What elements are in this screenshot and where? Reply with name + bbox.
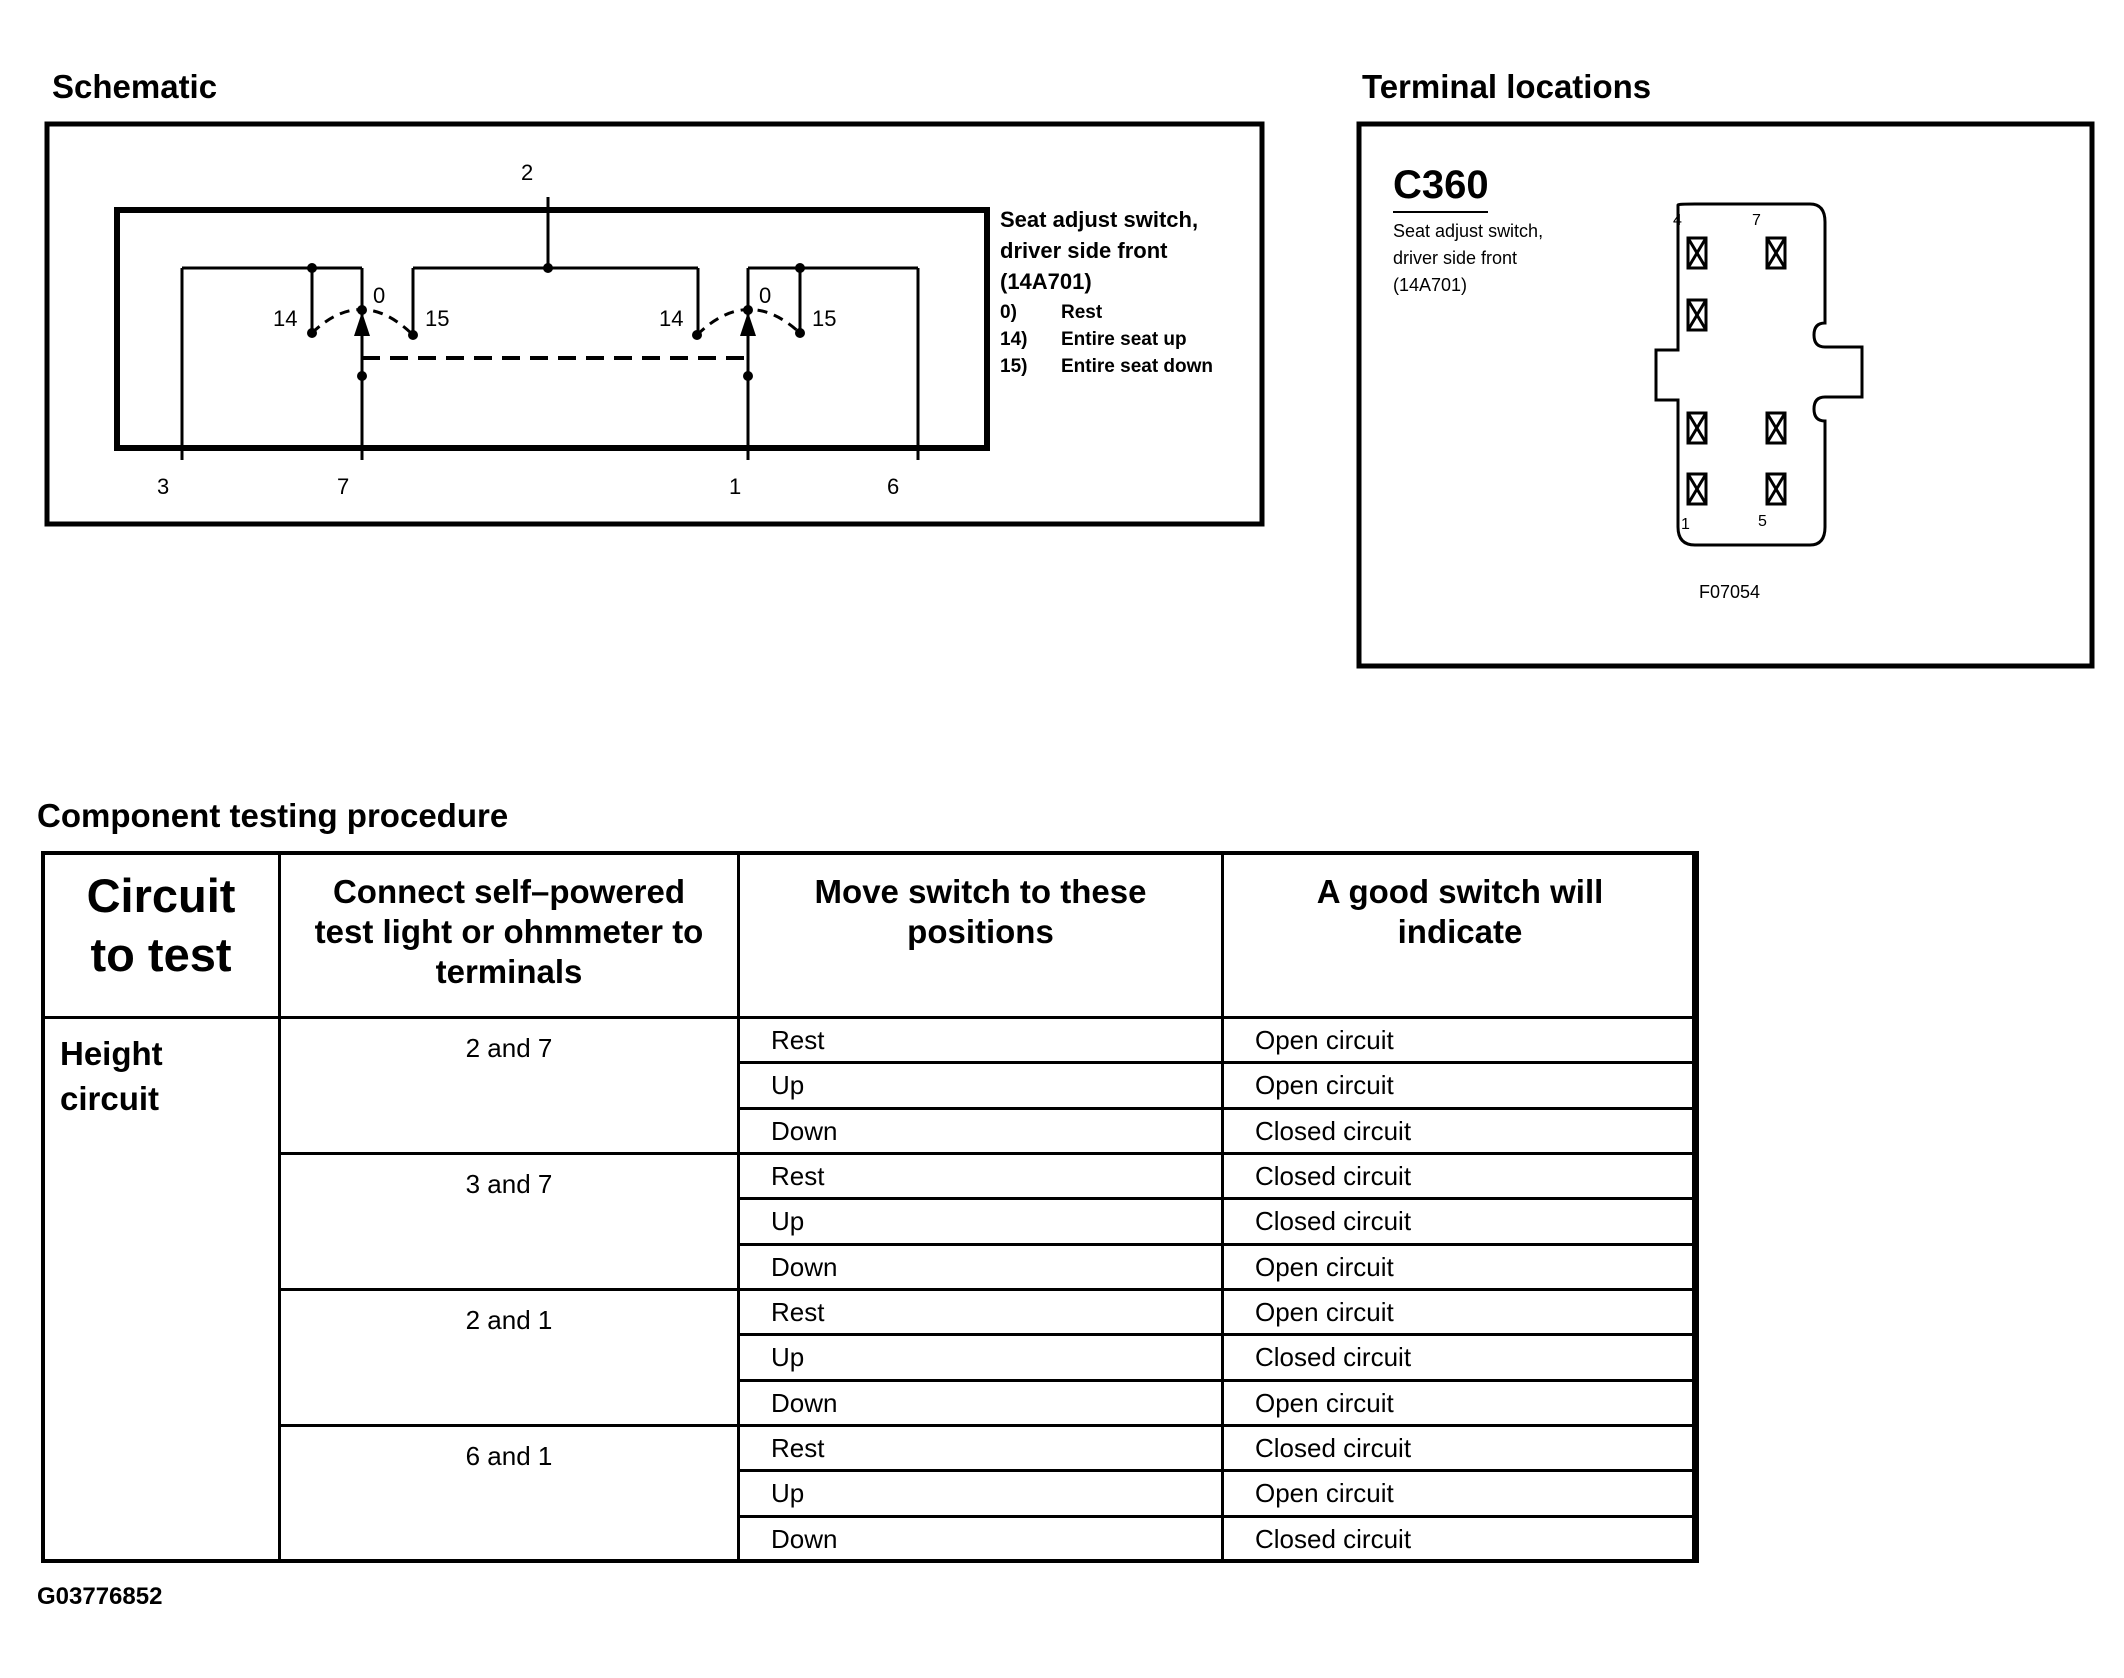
pin-label-4: 4 [1673,212,1682,229]
result-cell: Closed circuit [1221,1197,1699,1246]
table-row: Down Closed circuit [43,1106,1699,1155]
schematic-legend: Seat adjust switch, driver side front (1… [1000,207,1213,377]
pin-1 [1686,472,1708,506]
table-row: Up Open circuit [43,1469,1699,1518]
result-cell: Closed circuit [1221,1423,1699,1473]
position-cell: Rest [737,1015,1224,1065]
pin-4 [1686,236,1708,270]
terminal-locations-frame [1356,121,2095,669]
terminal-locations-title: Terminal locations [1362,68,1652,105]
result-cell: Closed circuit [1221,1333,1699,1382]
testing-header-row: Circuit to test Connect self–powered tes… [41,851,1699,1019]
table-row: Up Closed circuit [43,1197,1699,1246]
terminal-label-7: 7 [337,474,349,499]
legend-title-line: driver side front [1000,238,1168,263]
position-cell: Up [737,1333,1224,1382]
terminals-cell: 2 and 7 [278,1016,740,1155]
left-switch-label-15: 15 [425,306,449,331]
result-cell: Open circuit [1221,1287,1699,1337]
pin-3 [1686,298,1708,332]
connector-description-line: Seat adjust switch, [1393,221,1543,241]
position-cell: Up [737,1469,1224,1518]
position-cell: Up [737,1197,1224,1246]
table-row: 6 and 1 Rest Closed circuit [43,1423,1699,1564]
schematic-frame [44,121,1265,527]
position-cell: Up [737,1061,1224,1110]
table-row: Up Open circuit [43,1061,1699,1110]
header-move: Move switch to these positions [737,851,1224,1019]
result-cell: Closed circuit [1221,1151,1699,1201]
result-cell: Open circuit [1221,1061,1699,1110]
pin-2 [1686,411,1708,445]
position-cell: Down [737,1242,1224,1291]
table-row: Down Open circuit [43,1242,1699,1291]
right-switch-label-14: 14 [659,306,683,331]
switch-housing [114,207,990,451]
legend-value: Entire seat up [1061,329,1187,350]
position-cell: Down [737,1378,1224,1427]
right-switch-label-15: 15 [812,306,836,331]
header-connect: Connect self–powered test light or ohmme… [278,851,740,1019]
table-row: 3 and 7 Rest Closed circuit [43,1151,1699,1291]
result-cell: Open circuit [1221,1469,1699,1518]
position-cell: Rest [737,1423,1224,1473]
testing-title: Component testing procedure [37,797,509,834]
connector-id: C360 [1393,163,1489,207]
result-cell: Closed circuit [1221,1514,1699,1564]
terminals-cell: 3 and 7 [278,1151,740,1291]
pin-label-5: 5 [1758,513,1767,530]
result-cell: Closed circuit [1221,1106,1699,1155]
legend-key: 0) [1000,302,1017,323]
pin-5 [1765,472,1787,506]
header-indicate: A good switch will indicate [1221,851,1699,1019]
terminals-cell: 2 and 1 [278,1287,740,1427]
connector-outline [1654,202,1864,547]
pin-label-7: 7 [1752,212,1761,229]
left-switch-label-0: 0 [373,283,385,308]
testing-table: Circuit to test Connect self–powered tes… [41,851,1699,1564]
header-circuit: Circuit to test [41,851,281,1019]
figure-code: F07054 [1699,582,1760,602]
connector-description-line: driver side front [1393,248,1517,268]
table-row: 2 and 1 Rest Open circuit [43,1287,1699,1427]
right-switch-label-0: 0 [759,283,771,308]
pin-7 [1765,236,1787,270]
terminal-label-3: 3 [157,474,169,499]
table-row: Down Open circuit [43,1378,1699,1427]
table-row: Up Closed circuit [43,1333,1699,1382]
position-cell: Down [737,1514,1224,1564]
left-switch-label-14: 14 [273,306,297,331]
schematic-diagram: 2 3 7 1 6 14 0 15 14 0 15 Seat adjust sw… [44,121,1265,527]
table-row: Height circuit 2 and 7 Rest Open circuit [41,1015,1699,1563]
result-cell: Open circuit [1221,1242,1699,1291]
legend-value: Entire seat down [1061,356,1213,377]
terminal-locations-diagram: C360 Seat adjust switch, driver side fro… [1356,121,2095,669]
legend-title-line: (14A701) [1000,269,1092,294]
position-cell: Down [737,1106,1224,1155]
terminal-label-6: 6 [887,474,899,499]
terminal-label-1: 1 [729,474,741,499]
connector-pins [1686,236,1787,506]
figure-id: G03776852 [37,1583,163,1610]
result-cell: Open circuit [1221,1015,1699,1065]
legend-value: Rest [1061,302,1103,323]
legend-key: 15) [1000,356,1027,377]
legend-title-line: Seat adjust switch, [1000,207,1198,232]
circuit-cell: Height circuit [41,1016,281,1563]
terminal-label-2: 2 [521,160,533,185]
schematic-title: Schematic [52,68,218,105]
pin-label-1: 1 [1681,516,1690,533]
result-cell: Open circuit [1221,1378,1699,1427]
position-cell: Rest [737,1287,1224,1337]
position-cell: Rest [737,1151,1224,1201]
schematic-junctions [307,263,805,381]
terminals-cell: 6 and 1 [278,1423,740,1564]
connector-description-line: (14A701) [1393,275,1467,295]
table-row: Down Closed circuit [43,1514,1699,1564]
legend-key: 14) [1000,329,1027,350]
pin-6 [1765,411,1787,445]
